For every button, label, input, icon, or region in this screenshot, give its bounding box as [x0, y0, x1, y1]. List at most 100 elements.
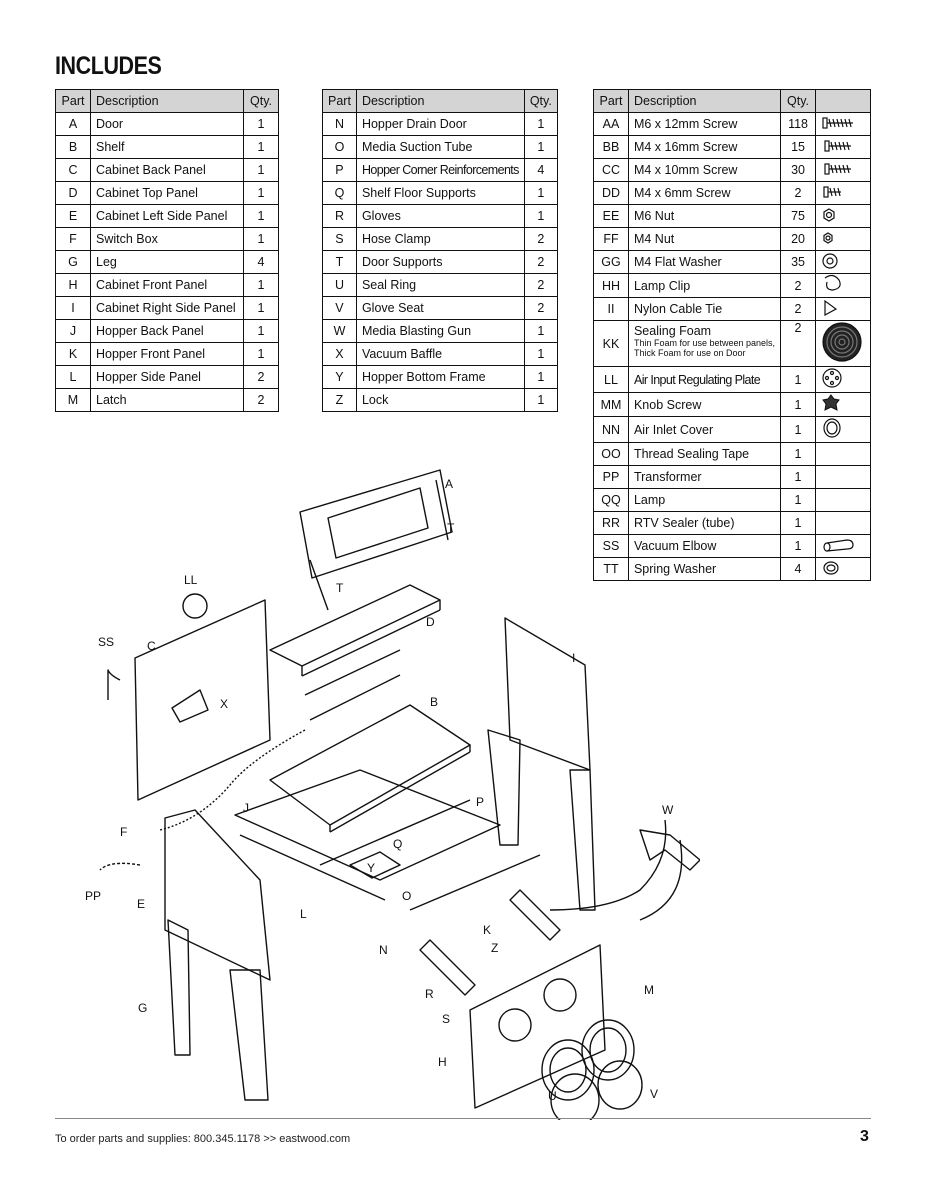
part-description: Lamp Clip — [627, 273, 782, 298]
spring-washer-icon — [815, 557, 871, 581]
left-side-panel-drawing — [164, 809, 271, 1101]
part-quantity: 1 — [243, 135, 279, 159]
diagram-label: E — [137, 897, 145, 911]
part-description-text: Seal Ring — [361, 278, 417, 292]
part-description: Cabinet Left Side Panel — [90, 204, 244, 228]
part-description-text: Hopper Back Panel — [96, 324, 204, 338]
part-quantity: 2 — [523, 273, 558, 297]
part-description: Spring Washer — [627, 557, 782, 581]
part-description-text: M4 Nut — [633, 232, 675, 246]
back-panel-drawing — [107, 593, 271, 801]
diagram-label: X — [220, 697, 228, 711]
part-code: P — [322, 158, 357, 182]
column-header-part: Part — [55, 89, 91, 113]
part-quantity: 2 — [523, 296, 558, 320]
part-description: Glove Seat — [355, 296, 525, 320]
part-quantity: 1 — [243, 181, 279, 205]
part-description-text: Media Suction Tube — [361, 140, 473, 154]
diagram-label: W — [662, 803, 674, 817]
table-header-row: Part Description Qty. — [593, 89, 871, 113]
part-quantity: 4 — [523, 158, 558, 182]
diagram-label: B — [430, 695, 438, 709]
part-code: Q — [322, 181, 357, 205]
part-quantity: 1 — [243, 227, 279, 251]
part-quantity: 1 — [780, 488, 817, 512]
part-description: Hopper Front Panel — [90, 342, 244, 366]
blasting-gun-drawing — [549, 819, 700, 921]
part-description: Hopper Corner Reinforcements — [355, 158, 525, 182]
column-header-part: Part — [593, 89, 629, 113]
diagram-label: PP — [85, 889, 101, 903]
part-description-text: Cabinet Right Side Panel — [96, 301, 236, 315]
part-description: Hopper Side Panel — [90, 365, 244, 389]
diagram-label: F — [120, 825, 127, 839]
part-quantity: 1 — [243, 342, 279, 366]
empty-icon-cell — [815, 442, 871, 466]
part-code: NN — [593, 416, 629, 443]
diagram-label: C — [147, 639, 156, 653]
column-header-icon — [815, 89, 871, 113]
part-code: X — [322, 342, 357, 366]
part-code: T — [322, 250, 357, 274]
page-title: INCLUDES — [55, 52, 162, 80]
part-description: Cabinet Back Panel — [90, 158, 244, 182]
part-quantity: 1 — [243, 273, 279, 297]
part-description-text: Door Supports — [361, 255, 443, 269]
part-description: Shelf — [90, 135, 244, 159]
part-quantity: 1 — [780, 392, 817, 417]
part-code: RR — [593, 511, 629, 535]
diagram-label: A — [445, 477, 453, 491]
part-description: Knob Screw — [627, 392, 782, 417]
part-code: A — [55, 112, 91, 136]
part-code: KK — [593, 320, 629, 367]
clip-icon — [815, 273, 871, 298]
part-description-text: Cabinet Top Panel — [96, 186, 198, 200]
part-quantity: 1 — [523, 365, 558, 389]
part-description-text: M6 Nut — [633, 209, 675, 223]
part-code: I — [55, 296, 91, 320]
part-code: MM — [593, 392, 629, 417]
diagram-label: U — [548, 1089, 557, 1103]
diagram-label: T — [447, 521, 455, 535]
part-description-text: Air Inlet Cover — [633, 422, 714, 437]
plate-icon — [815, 366, 871, 393]
part-quantity: 4 — [243, 250, 279, 274]
part-code: R — [322, 204, 357, 228]
part-code: DD — [593, 181, 629, 205]
part-description-text: Hopper Side Panel — [96, 370, 201, 384]
part-code: W — [322, 319, 357, 343]
part-description: Hopper Drain Door — [355, 112, 525, 136]
part-quantity: 1 — [243, 158, 279, 182]
part-quantity: 4 — [780, 557, 817, 581]
part-description-text: Spring Washer — [633, 562, 717, 576]
part-quantity: 1 — [780, 534, 817, 558]
part-description: Door Supports — [355, 250, 525, 274]
part-code: GG — [593, 250, 629, 274]
part-description-text: Leg — [96, 255, 117, 269]
part-quantity: 1 — [523, 112, 558, 136]
part-code: S — [322, 227, 357, 251]
column-header-part: Part — [322, 89, 357, 113]
part-description-text: Vacuum Elbow — [633, 539, 717, 553]
part-code: FF — [593, 227, 629, 251]
part-description: Hose Clamp — [355, 227, 525, 251]
part-quantity: 2 — [523, 227, 558, 251]
part-quantity: 75 — [780, 204, 817, 228]
part-code: Z — [322, 388, 357, 412]
part-quantity: 1 — [780, 511, 817, 535]
diagram-label: V — [650, 1087, 658, 1101]
